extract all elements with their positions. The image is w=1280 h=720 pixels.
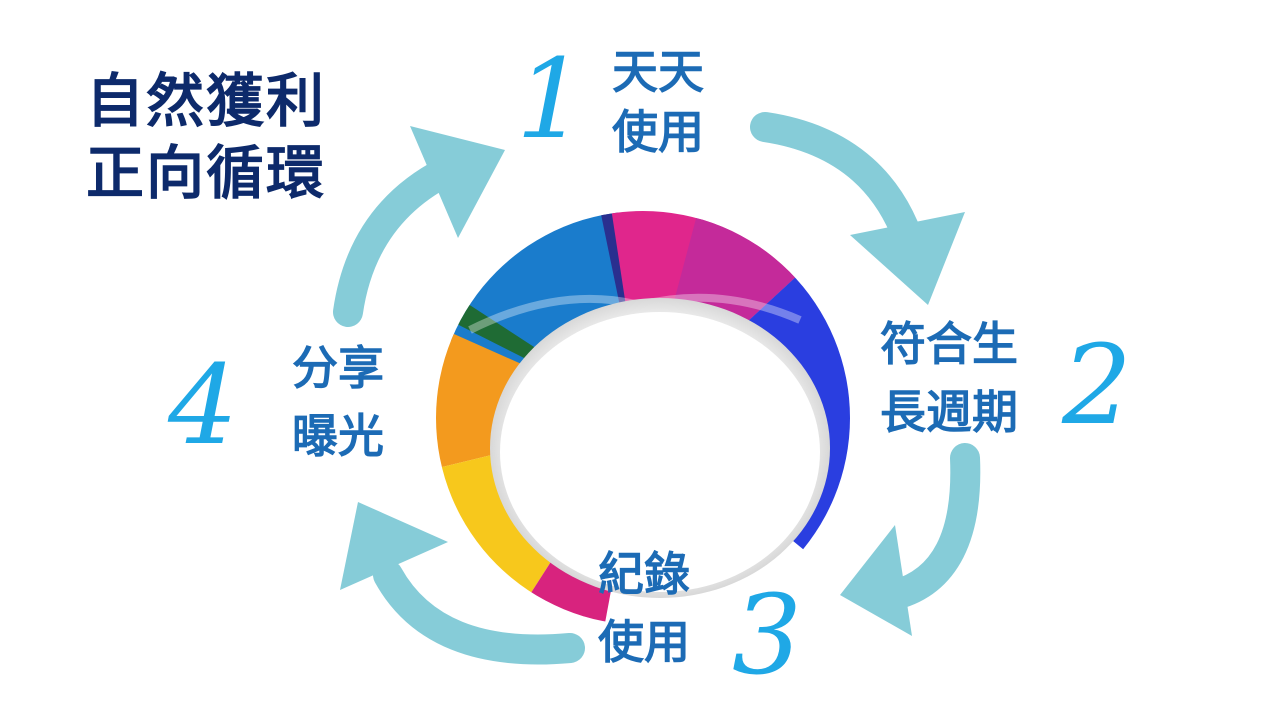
step-2-label-line-2: 長週期	[880, 385, 1018, 439]
arrow-top-left	[333, 126, 505, 327]
arrow-bottom-left	[340, 502, 585, 665]
step-1-label-line-1: 天天	[612, 45, 704, 99]
step-3-label-line-2: 使用	[598, 615, 690, 669]
step-2-number: 2	[1062, 321, 1132, 449]
ring-hollow-core	[500, 312, 820, 592]
step-1-label-line-2: 使用	[612, 105, 704, 159]
step-3-number: 3	[732, 571, 802, 699]
step-4-label-line-1: 分享	[292, 341, 384, 395]
arrow-bottom-right	[840, 443, 981, 636]
arrow-top-right	[750, 112, 965, 305]
step-1-number: 1	[516, 35, 586, 163]
step-4-label-line-2: 曝光	[292, 409, 384, 463]
step-4-number: 4	[168, 341, 238, 469]
title-line-1: 自然獲利	[86, 67, 327, 135]
step-2-label-line-1: 符合生	[880, 317, 1018, 371]
step-3-label-line-1: 紀錄	[598, 547, 690, 601]
title-line-2: 正向循環	[86, 139, 327, 207]
cycle-arrows	[333, 112, 981, 665]
